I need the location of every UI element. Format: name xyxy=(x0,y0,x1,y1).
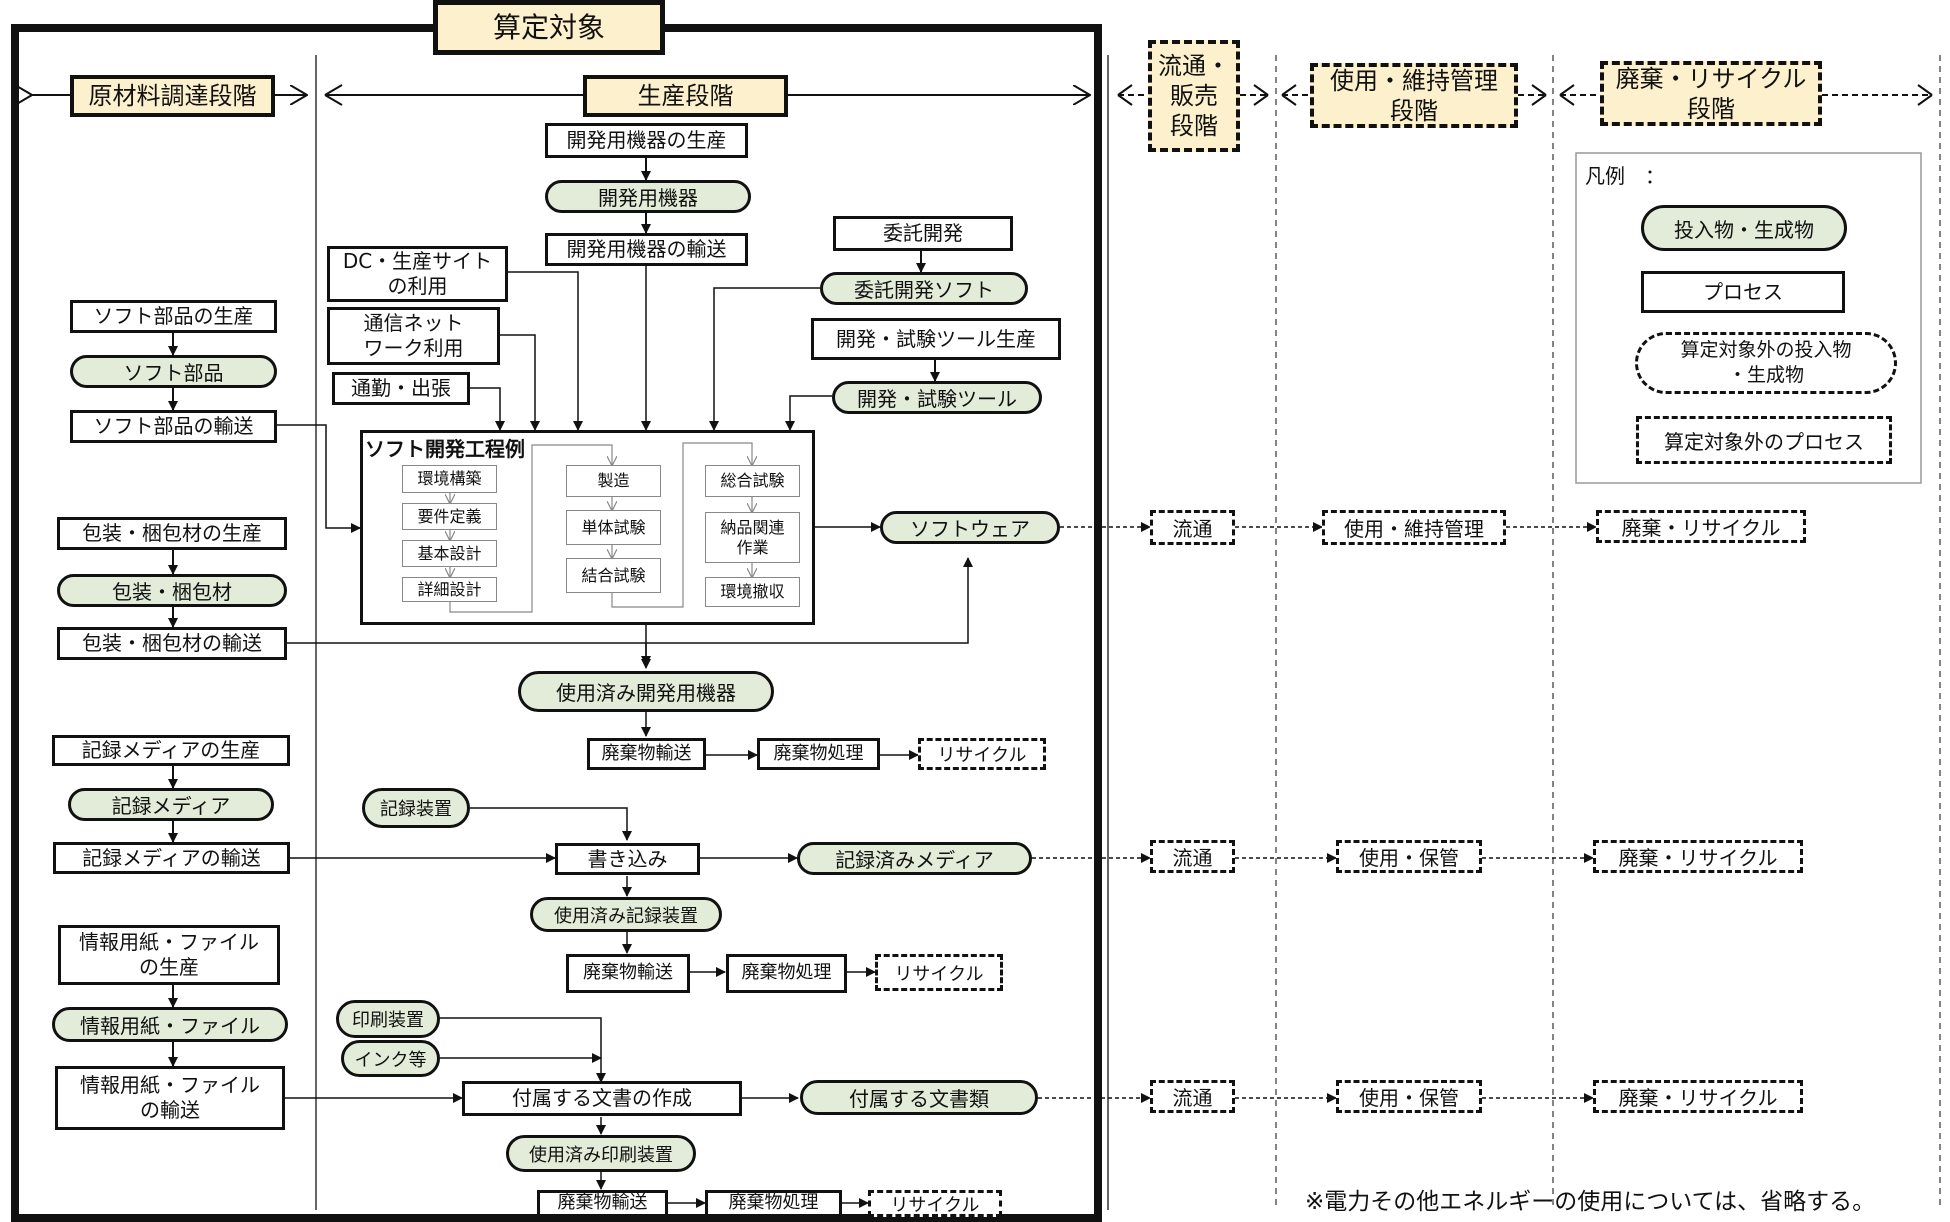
legend-external-process: 算定対象外のプロセス xyxy=(1636,416,1892,464)
process-title: ソフト開発工程例 xyxy=(365,433,525,462)
waste-treatment-3: 廃棄物処理 xyxy=(705,1190,842,1217)
stage-distribution: 流通・ 販売 段階 xyxy=(1148,40,1240,152)
waste-transport-1: 廃棄物輸送 xyxy=(587,738,706,770)
network-use: 通信ネット ワーク利用 xyxy=(327,307,500,365)
waste-treatment-1: 廃棄物処理 xyxy=(757,738,880,770)
step-unit-test: 単体試験 xyxy=(566,510,661,545)
legend-external-product: 算定対象外の投入物 ・生成物 xyxy=(1635,332,1897,394)
printing-device: 印刷装置 xyxy=(336,1000,440,1038)
media: 記録メディア xyxy=(68,788,274,821)
use-maintenance-software: 使用・維持管理 xyxy=(1322,510,1506,545)
stage-production: 生産段階 xyxy=(583,75,788,117)
stage-raw-material: 原材料調達段階 xyxy=(70,75,275,117)
waste-treatment-2: 廃棄物処理 xyxy=(726,954,847,993)
scope-title: 算定対象 xyxy=(433,0,665,55)
disposal-media: 廃棄・リサイクル xyxy=(1593,840,1803,873)
soft-parts: ソフト部品 xyxy=(70,355,277,388)
step-requirements: 要件定義 xyxy=(402,503,497,530)
soft-parts-transport: ソフト部品の輸送 xyxy=(70,410,277,443)
waste-transport-2: 廃棄物輸送 xyxy=(566,954,690,993)
step-env-build: 環境構築 xyxy=(402,465,497,493)
recycle-3: リサイクル xyxy=(868,1190,1002,1217)
legend-process: プロセス xyxy=(1641,271,1845,313)
media-transport: 記録メディアの輸送 xyxy=(53,842,290,874)
ink: インク等 xyxy=(341,1040,440,1077)
step-system-test: 総合試験 xyxy=(705,465,800,497)
step-env-teardown: 環境撤収 xyxy=(705,577,800,607)
paper: 情報用紙・ファイル xyxy=(52,1007,288,1042)
step-integration-test: 結合試験 xyxy=(566,558,661,593)
stage-disposal: 廃棄・リサイクル 段階 xyxy=(1600,61,1822,126)
software-dev-process: ソフト開発工程例 xyxy=(360,430,815,625)
dev-equipment: 開発用機器 xyxy=(545,180,751,213)
recording-device: 記録装置 xyxy=(362,788,470,828)
waste-transport-3: 廃棄物輸送 xyxy=(537,1190,668,1217)
packaging-production: 包装・梱包材の生産 xyxy=(57,517,287,550)
used-recording-device: 使用済み記録装置 xyxy=(530,897,722,932)
distribution-documents: 流通 xyxy=(1150,1080,1235,1113)
use-storage-media: 使用・保管 xyxy=(1336,840,1482,873)
disposal-documents: 廃棄・リサイクル xyxy=(1593,1080,1803,1113)
packaging: 包装・梱包材 xyxy=(57,574,287,607)
distribution-media: 流通 xyxy=(1150,840,1235,873)
step-detail-design: 詳細設計 xyxy=(402,577,497,602)
commute: 通勤・出張 xyxy=(332,372,470,405)
writing: 書き込み xyxy=(555,843,700,875)
document-creation: 付属する文書の作成 xyxy=(462,1081,742,1116)
dc-site-use: DC・生産サイト の利用 xyxy=(327,246,508,302)
paper-transport: 情報用紙・ファイル の輸送 xyxy=(55,1066,285,1130)
step-basic-design: 基本設計 xyxy=(402,540,497,567)
legend-title: 凡例 ： xyxy=(1585,164,1665,188)
outsourcing: 委託開発 xyxy=(833,216,1013,251)
used-printing-device: 使用済み印刷装置 xyxy=(506,1135,696,1172)
packaging-transport: 包装・梱包材の輸送 xyxy=(57,627,287,660)
dev-test-tools: 開発・試験ツール xyxy=(832,381,1042,414)
recycle-1: リサイクル xyxy=(918,738,1046,770)
legend-product: 投入物・生成物 xyxy=(1641,205,1847,251)
stage-use: 使用・維持管理 段階 xyxy=(1310,63,1518,128)
dev-equipment-production: 開発用機器の生産 xyxy=(545,123,748,158)
recorded-media: 記録済みメディア xyxy=(797,842,1032,875)
step-delivery: 納品関連 作業 xyxy=(705,512,800,563)
media-production: 記録メディアの生産 xyxy=(52,735,290,766)
disposal-software: 廃棄・リサイクル xyxy=(1596,510,1806,543)
footnote: ※電力その他エネルギーの使用については、省略する。 xyxy=(1305,1189,1876,1215)
used-dev-equipment: 使用済み開発用機器 xyxy=(518,671,774,712)
software: ソフトウェア xyxy=(880,511,1060,544)
documents: 付属する文書類 xyxy=(800,1080,1038,1115)
distribution-software: 流通 xyxy=(1150,510,1235,545)
recycle-2: リサイクル xyxy=(875,954,1003,991)
tool-production: 開発・試験ツール生産 xyxy=(811,318,1061,360)
soft-parts-production: ソフト部品の生産 xyxy=(70,300,277,333)
paper-production: 情報用紙・ファイル の生産 xyxy=(58,925,280,985)
dev-equipment-transport: 開発用機器の輸送 xyxy=(545,233,748,266)
outsourced-software: 委託開発ソフト xyxy=(820,272,1028,305)
step-manufacturing: 製造 xyxy=(566,465,661,497)
use-storage-documents: 使用・保管 xyxy=(1336,1080,1482,1113)
